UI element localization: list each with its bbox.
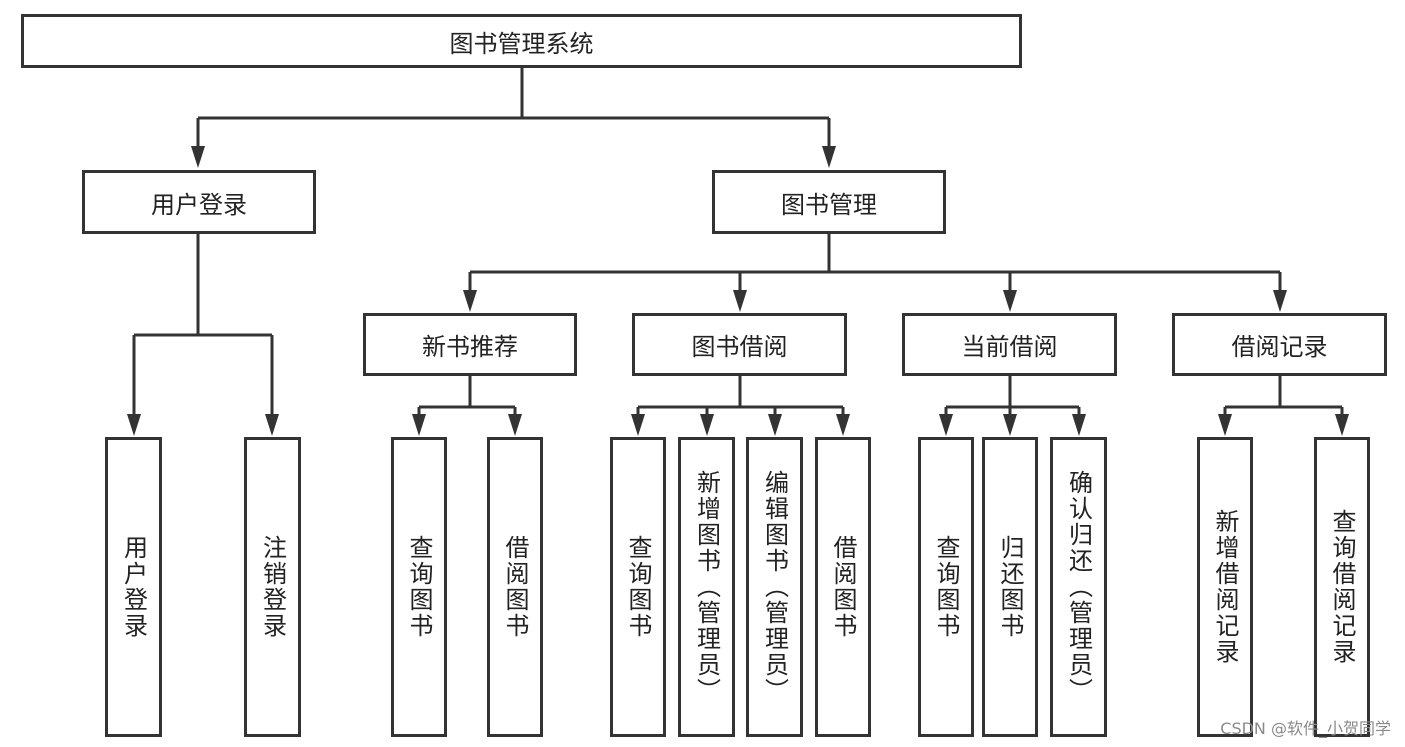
arrowhead-icon [1218, 414, 1232, 436]
leaf-borrow-records-0-label: 新增借阅记录 [1211, 509, 1239, 665]
leaf-new-book-recommend-0-label: 查询图书 [405, 535, 433, 639]
leaf-new-book-recommend-1: 借阅图书 [487, 437, 543, 737]
leaf-new-book-recommend-0: 查询图书 [391, 437, 447, 737]
node-book-borrow: 图书借阅 [632, 313, 847, 376]
leaf-book-borrow-2: 编辑图书（管理员） [746, 437, 803, 737]
leaf-user-login-label: 用户登录 [119, 535, 148, 639]
leaf-book-borrow-3: 借阅图书 [815, 437, 871, 737]
node-user-login: 用户登录 [82, 170, 316, 234]
leaf-user-login: 用户登录 [105, 437, 162, 737]
arrowhead-icon [768, 414, 782, 436]
arrowhead-icon [127, 414, 141, 436]
arrowhead-icon [631, 414, 645, 436]
root-node-label: 图书管理系统 [449, 29, 594, 58]
leaf-logout-label: 注销登录 [258, 535, 287, 639]
leaf-current-borrow-1: 归还图书 [982, 437, 1038, 737]
node-new-book-recommend-label: 新书推荐 [422, 333, 518, 361]
arrowhead-icon [463, 290, 477, 312]
leaf-current-borrow-1-label: 归还图书 [996, 535, 1024, 639]
node-book-management-label: 图书管理 [781, 190, 877, 219]
node-book-borrow-label: 图书借阅 [691, 333, 788, 361]
arrowhead-icon [939, 414, 953, 436]
arrowhead-icon [700, 414, 714, 436]
arrowhead-icon [1335, 414, 1349, 436]
node-user-login-label: 用户登录 [151, 190, 247, 219]
leaf-book-borrow-0: 查询图书 [610, 437, 666, 737]
leaf-logout: 注销登录 [244, 437, 301, 737]
leaf-current-borrow-2-label: 确认归还（管理员） [1064, 470, 1093, 704]
leaf-book-borrow-3-label: 借阅图书 [829, 535, 857, 639]
leaf-current-borrow-0-label: 查询图书 [932, 535, 960, 639]
leaf-book-borrow-1-label: 新增图书（管理员） [692, 470, 721, 704]
arrowhead-icon [1003, 414, 1017, 436]
node-borrow-records-label: 借阅记录 [1231, 333, 1328, 361]
leaf-borrow-records-1: 查询借阅记录 [1314, 437, 1370, 737]
arrowhead-icon [1072, 414, 1086, 436]
node-book-management: 图书管理 [712, 170, 946, 234]
leaf-borrow-records-1-label: 查询借阅记录 [1328, 509, 1356, 665]
leaf-book-borrow-1: 新增图书（管理员） [678, 437, 735, 737]
arrowhead-icon [191, 146, 205, 168]
arrowhead-icon [836, 414, 850, 436]
arrowhead-icon [412, 414, 426, 436]
leaf-new-book-recommend-1-label: 借阅图书 [501, 535, 529, 639]
root-node: 图书管理系统 [21, 14, 1022, 68]
watermark: CSDN @软件_小贺同学 [1220, 719, 1391, 738]
leaf-book-borrow-0-label: 查询图书 [624, 535, 652, 639]
node-new-book-recommend: 新书推荐 [363, 313, 577, 376]
leaf-current-borrow-2: 确认归还（管理员） [1050, 437, 1107, 737]
arrowhead-icon [822, 146, 836, 168]
leaf-current-borrow-0: 查询图书 [918, 437, 974, 737]
arrowhead-icon [265, 414, 279, 436]
node-current-borrow-label: 当前借阅 [961, 333, 1058, 361]
leaf-book-borrow-2-label: 编辑图书（管理员） [760, 470, 789, 704]
arrowhead-icon [1273, 290, 1287, 312]
node-borrow-records: 借阅记录 [1172, 313, 1387, 376]
leaf-borrow-records-0: 新增借阅记录 [1197, 437, 1253, 737]
arrowhead-icon [508, 414, 522, 436]
arrowhead-icon [733, 290, 747, 312]
node-current-borrow: 当前借阅 [902, 313, 1117, 376]
arrowhead-icon [1003, 290, 1017, 312]
